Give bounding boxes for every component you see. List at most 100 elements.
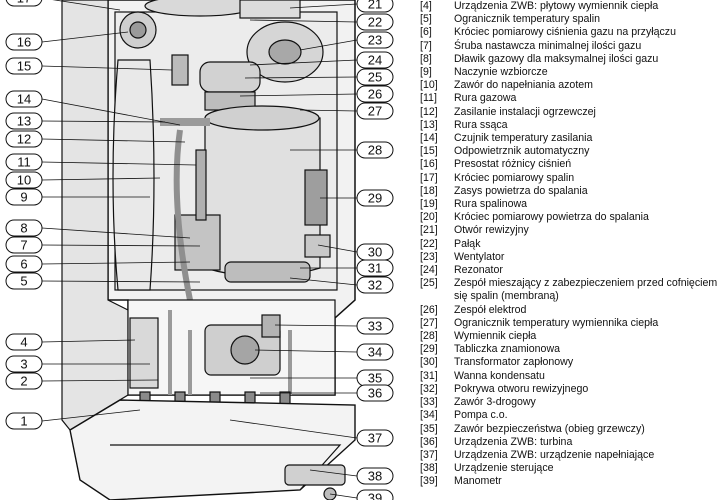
legend-text: Wymiennik ciepła <box>454 330 537 343</box>
legend-item: [14]Czujnik temperatury zasilania <box>420 132 720 145</box>
legend: [4]Urządzenia ZWB: płytowy wymiennik cie… <box>420 0 720 500</box>
pressure-switch-inner <box>129 21 147 39</box>
legend-item: [24] Rezonator <box>420 264 720 277</box>
legend-item: [29]Tabliczka znamionowa <box>420 343 720 356</box>
callout-number: 37 <box>368 431 382 446</box>
legend-text: Zasilanie instalacji ogrzewczej <box>454 105 596 118</box>
legend-text: Wanna kondensatu <box>454 369 545 382</box>
leader-line <box>317 244 358 253</box>
legend-number: [31] <box>420 369 438 382</box>
legend-text: Króciec pomiarowy ciśnienia gazu na przy… <box>454 26 676 39</box>
legend-text: Czujnik temperatury zasilania <box>454 132 593 145</box>
legend-text: Pompa c.o. <box>454 409 508 422</box>
legend-text: Pokrywa otworu rewizyjnego <box>454 382 589 395</box>
callout-left-2: 2 <box>5 372 43 390</box>
return-pipes <box>168 310 292 395</box>
legend-number: [36] <box>420 435 438 448</box>
callout-number: 26 <box>368 87 382 102</box>
air-vent <box>171 54 189 86</box>
legend-text: Śruba nastawcza minimalnej ilości gazu <box>454 39 642 52</box>
callout-right-36: 36 <box>356 384 394 402</box>
legend-text: Rura gazowa <box>454 92 517 105</box>
legend-number: [13] <box>420 118 438 131</box>
callout-number: 12 <box>17 132 31 147</box>
callout-left-3: 3 <box>5 355 43 373</box>
callout-number: 4 <box>20 335 27 350</box>
legend-item: [35]Zawór bezpieczeństwa (obieg grzewczy… <box>420 423 720 436</box>
legend-item: [13]Rura ssąca <box>420 119 720 132</box>
leader-line <box>41 138 186 143</box>
callout-right-34: 34 <box>356 343 394 361</box>
callout-number: 15 <box>17 59 31 74</box>
legend-number: [35] <box>420 422 438 435</box>
legend-item: [10]Zawór do napełniania azotem <box>420 79 720 92</box>
callout-right-30: 30 <box>356 243 394 261</box>
legend-item: [17]Króciec pomiarowy spalin <box>420 172 720 185</box>
resonator <box>199 61 261 93</box>
callout-left-6: 6 <box>5 255 43 273</box>
legend-item: [25]Zespół mieszający z zabezpieczeniem … <box>420 277 720 303</box>
legend-number: [19] <box>420 198 438 211</box>
callout-number: 9 <box>20 190 27 205</box>
leader-lines <box>41 0 358 499</box>
callout-left-1: 1 <box>5 412 43 430</box>
callout-number: 1 <box>20 414 27 429</box>
legend-number: [6] <box>420 26 432 39</box>
callout-right-21: 21 <box>356 0 394 13</box>
legend-text: Urządzenia ZWB: płytowy wymiennik ciepła <box>454 0 659 12</box>
callout-number: 6 <box>20 257 27 272</box>
legend-item: [15]Odpowietrznik automatyczny <box>420 145 720 158</box>
legend-item: [38]Urządzenie sterujące <box>420 462 720 475</box>
callout-left-15: 15 <box>5 57 43 75</box>
inspection-opening <box>239 0 301 19</box>
legend-text: Króciec pomiarowy powietrza do spalania <box>454 211 649 224</box>
leader-line <box>41 120 166 123</box>
leader-line <box>41 379 159 382</box>
legend-text: Zawór 3-drogowy <box>454 396 536 409</box>
rating-plate <box>304 169 328 226</box>
legend-number: [12] <box>420 105 438 118</box>
callout-number: 33 <box>368 319 382 334</box>
callout-right-24: 24 <box>356 51 394 69</box>
leader-line <box>41 65 173 71</box>
pump-motor <box>230 335 260 365</box>
heat-exchanger <box>204 117 321 278</box>
callout-number: 17 <box>17 0 31 6</box>
legend-text: Rezonator <box>454 264 503 277</box>
legend-number: [27] <box>420 316 438 329</box>
legend-text: Ogranicznik temperatury spalin <box>454 13 601 26</box>
leader-line <box>41 177 161 181</box>
legend-number: [7] <box>420 39 432 52</box>
three-way-valve <box>261 314 281 338</box>
legend-item: [5]Ogranicznik temperatury spalin <box>420 13 720 26</box>
callout-number: 3 <box>20 357 27 372</box>
callout-left-11: 11 <box>5 153 43 171</box>
leader-line <box>244 76 358 79</box>
callout-left-16: 16 <box>5 33 43 51</box>
legend-item: [6] Króciec pomiarowy ciśnienia gazu na p… <box>420 26 720 39</box>
callout-right-39: 39 <box>356 489 394 500</box>
fan-hub <box>268 39 302 65</box>
legend-item: [36]Urządzenia ZWB: turbina <box>420 436 720 449</box>
condensate-tray <box>224 261 311 283</box>
leader-line <box>41 227 191 239</box>
legend-number: [9] <box>420 66 432 79</box>
legend-item: [4]Urządzenia ZWB: płytowy wymiennik cie… <box>420 0 720 13</box>
legend-item: [28]Wymiennik ciepła <box>420 330 720 343</box>
leader-line <box>41 161 197 166</box>
flue-pipe <box>144 0 256 17</box>
callout-right-31: 31 <box>356 259 394 277</box>
callout-number: 11 <box>17 155 31 170</box>
callout-number: 30 <box>368 245 382 260</box>
leader-line <box>329 493 358 499</box>
callout-number: 28 <box>368 143 382 158</box>
leader-line <box>299 109 358 112</box>
legend-number: [24] <box>420 264 438 277</box>
legend-item: [19]Rura spalinowa <box>420 198 720 211</box>
legend-number: [38] <box>420 462 438 475</box>
legend-number: [25] <box>420 277 438 290</box>
leader-line <box>289 3 358 9</box>
legend-text: Zespół elektrod <box>454 303 527 316</box>
callout-number: 32 <box>368 278 382 293</box>
legend-number: [29] <box>420 343 438 356</box>
